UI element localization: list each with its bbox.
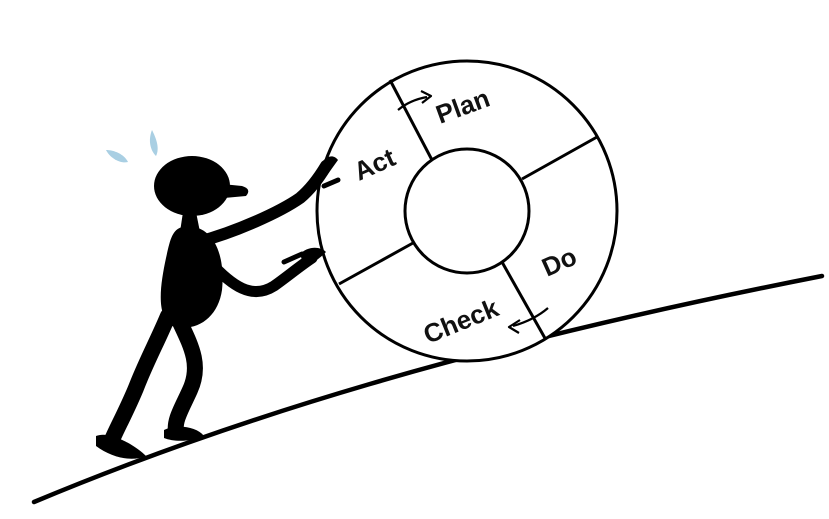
wheel-inner-hub [405,149,529,273]
stick-figure-pushing-icon [96,156,338,459]
sweat-drops-icon [106,130,158,162]
pdca-wheel: Plan Do Check Act [317,61,617,361]
